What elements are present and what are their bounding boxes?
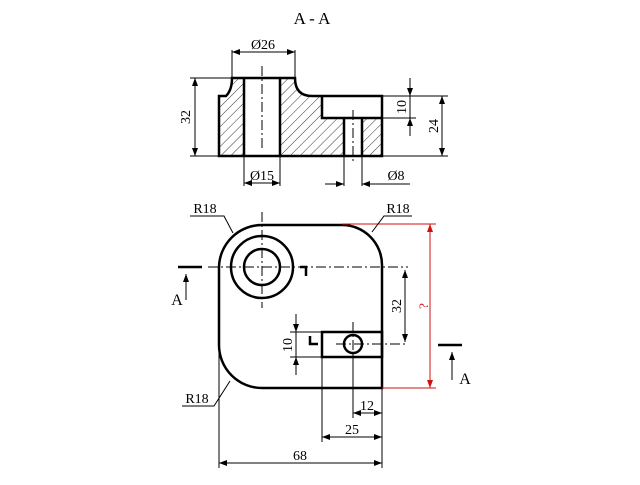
section-mark-right: A <box>459 371 471 388</box>
dim-hole-diameter: Ø15 <box>250 169 274 184</box>
dim-unknown-height: ? <box>416 303 431 309</box>
dim-small-hole-diameter: Ø8 <box>387 169 404 184</box>
dim-step-height: 24 <box>427 119 442 133</box>
dim-overall-width: 68 <box>293 449 307 464</box>
section-hatch-left <box>219 78 244 156</box>
dim-height: 32 <box>179 110 194 124</box>
dim-hole-offset: 12 <box>360 399 374 414</box>
dim-boss-diameter: Ø26 <box>251 38 275 53</box>
plan-view: A A ? R18 R18 R18 32 10 12 25 68 <box>171 202 471 468</box>
dim-radius-bottom-left: R18 <box>185 392 208 407</box>
dim-radius-top-right: R18 <box>386 202 409 217</box>
section-title: A - A <box>294 9 332 28</box>
section-mark-left: A <box>171 292 183 309</box>
plan-outline <box>217 223 384 390</box>
section-hatch-right <box>280 78 344 156</box>
dim-pocket-depth: 10 <box>395 100 410 114</box>
section-hatch-far <box>362 118 382 156</box>
dim-radius-top-left: R18 <box>193 202 216 217</box>
dim-slot-width: 10 <box>281 338 296 352</box>
dim-slot-length: 25 <box>345 423 359 438</box>
dim-center-distance: 32 <box>390 299 405 313</box>
section-view: Ø26 Ø15 Ø8 32 10 24 <box>179 38 448 187</box>
